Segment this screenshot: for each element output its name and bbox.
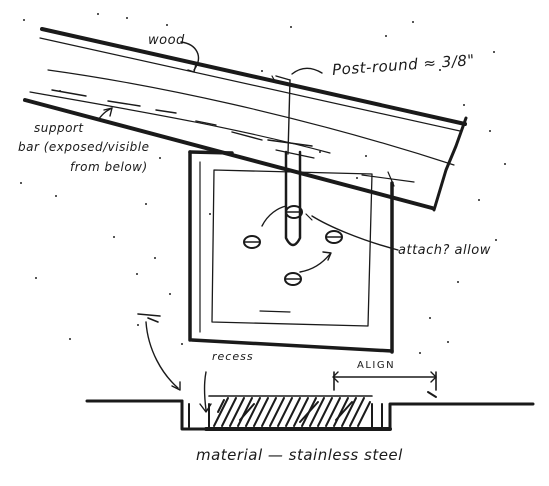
- label-attach: attach? allow: [398, 243, 491, 258]
- screw-icon: [284, 272, 302, 286]
- align-dimension: [332, 371, 437, 398]
- screw-icon: [243, 235, 261, 249]
- wood-beam: [23, 27, 468, 212]
- post-slot: [267, 67, 323, 247]
- screw-holes: [243, 205, 343, 286]
- screw-icon: [325, 230, 343, 244]
- label-support-bar-line-1: support: [34, 121, 84, 135]
- label-support-bar-line-3: from below): [70, 160, 148, 174]
- paper-speckles: [20, 13, 506, 354]
- label-wood: wood: [148, 33, 185, 48]
- support-plate: [188, 150, 394, 354]
- steel-hatching: [213, 397, 371, 427]
- screw-icon: [285, 205, 303, 219]
- label-support-bar-line-2: bar (exposed/visible: [18, 140, 150, 154]
- label-material: material — stainless steel: [196, 446, 403, 464]
- recess-section: [85, 395, 535, 431]
- leader-lines: [97, 41, 399, 413]
- label-align: ALIGN: [357, 360, 396, 371]
- label-recess: recess: [212, 350, 254, 363]
